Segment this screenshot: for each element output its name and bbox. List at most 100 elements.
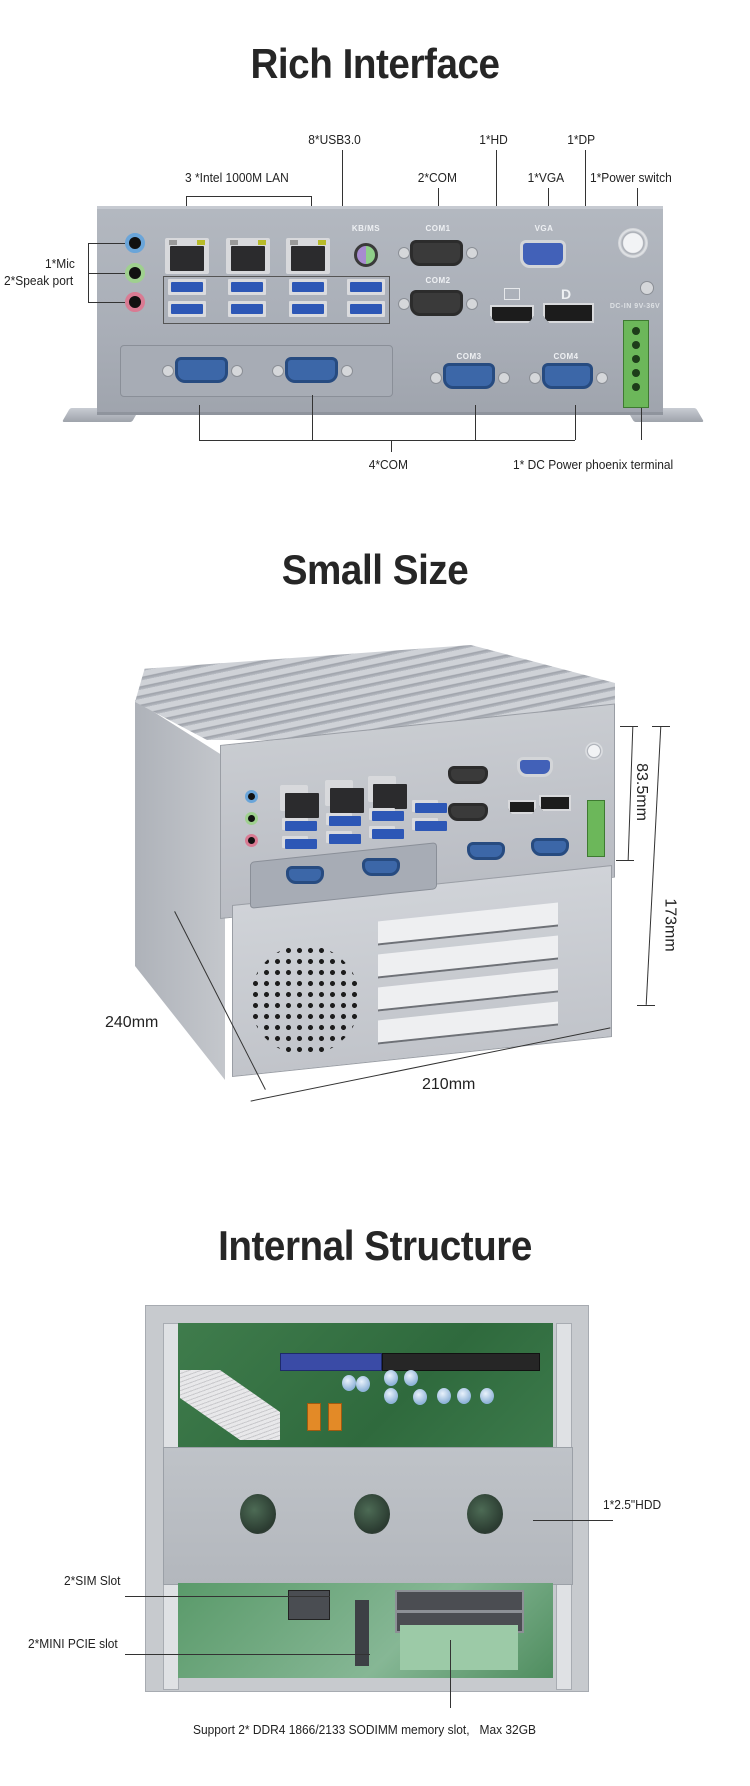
callout-dc-power: 1* DC Power phoenix terminal: [513, 457, 674, 472]
leader-line-com-d: [575, 405, 576, 440]
usb-port: [168, 279, 206, 295]
memory-module: [400, 1625, 518, 1670]
callout-dp: 1*DP: [567, 132, 596, 147]
callout-hdd: 1*2.5"HDD: [603, 1497, 662, 1512]
mic-jack: [125, 233, 145, 253]
com-port-plate-2: [285, 357, 338, 383]
sim-slot: [288, 1590, 330, 1620]
usb-port-3d: [326, 813, 361, 826]
speaker-jack-3d: [245, 834, 258, 847]
leader-line-sim: [125, 1596, 330, 1597]
mic-jack-3d: [245, 790, 258, 803]
usb-port: [289, 301, 327, 317]
leader-line-dc: [641, 408, 642, 440]
callout-memory: Support 2* DDR4 1866/2133 SODIMM memory …: [193, 1722, 537, 1737]
usb-port: [228, 301, 266, 317]
com4-port: [542, 363, 593, 389]
usb-port-3d: [369, 808, 404, 821]
sata-port: [328, 1403, 342, 1431]
usb-port-3d: [282, 818, 317, 831]
com-port-3d: [286, 866, 324, 884]
power-button: [618, 228, 648, 258]
sata-port: [307, 1403, 321, 1431]
com2-port: [410, 290, 463, 316]
com2-label: COM2: [425, 276, 451, 285]
leader-line-hdd: [533, 1520, 613, 1521]
com3-port: [443, 363, 495, 389]
callout-speak-port: 2*Speak port: [4, 273, 74, 288]
pcie-slot-black: [382, 1353, 540, 1371]
capacitor: [404, 1370, 418, 1386]
pcie-slot-blue: [280, 1353, 382, 1371]
capacitor: [384, 1370, 398, 1386]
hdmi-port: [490, 305, 534, 323]
leader-line-com-c: [475, 405, 476, 440]
hdmi-logo-icon: [504, 288, 520, 300]
callout-mic: 1*Mic: [45, 256, 75, 271]
leader-line-audio: [88, 243, 89, 302]
callout-sim-slot: 2*SIM Slot: [64, 1573, 121, 1588]
power-button-3d: [585, 742, 603, 760]
dim-tick: [616, 860, 634, 861]
section-title-small-size: Small Size: [281, 546, 469, 593]
capacitor: [342, 1375, 356, 1391]
callout-4com: 4*COM: [368, 457, 408, 472]
dcin-label: DC-IN 9V-36V: [609, 303, 661, 310]
kbms-label: KB/MS: [351, 224, 381, 233]
bracket-hole: [467, 1494, 503, 1534]
callout-power-switch: 1*Power switch: [590, 170, 672, 185]
usb-port: [289, 279, 327, 295]
com-port-3d: [362, 858, 400, 876]
com-port-3d: [467, 842, 505, 860]
vga-port: [520, 240, 566, 268]
screw: [529, 372, 541, 384]
lan-port-3: [286, 238, 330, 274]
lan-port-3d: [325, 780, 364, 813]
usb-port: [228, 279, 266, 295]
com-port-3d: [531, 838, 569, 856]
capacitor: [384, 1388, 398, 1404]
dc-phoenix-terminal: [623, 320, 649, 408]
callout-hd: 1*HD: [479, 132, 508, 147]
capacitor: [457, 1388, 471, 1404]
screw: [272, 365, 284, 377]
dim-tick: [620, 726, 638, 727]
com-port-plate-1: [175, 357, 228, 383]
dim-tick: [652, 726, 670, 727]
callout-lan: 3 *Intel 1000M LAN: [185, 170, 289, 185]
screw: [498, 372, 510, 384]
screw: [398, 247, 410, 259]
displayport-logo-icon: D: [561, 286, 572, 302]
bracket-hole: [354, 1494, 390, 1534]
bracket-hole: [240, 1494, 276, 1534]
screw: [231, 365, 243, 377]
dim-label-height-io: 83.5mm: [632, 763, 650, 821]
screw: [466, 298, 478, 310]
com-port-3d: [448, 766, 488, 784]
leader-line-minipcie: [125, 1654, 370, 1655]
usb-port: [347, 301, 385, 317]
callout-minipcie: 2*MINI PCIE slot: [28, 1636, 118, 1651]
leader-line-com-a: [199, 405, 200, 440]
lan-port-3d: [368, 776, 407, 809]
usb-port: [168, 301, 206, 317]
com1-label: COM1: [425, 224, 451, 233]
section-title-rich-interface: Rich Interface: [250, 40, 500, 87]
com1-port: [410, 240, 463, 266]
leader-line-audio-3: [88, 302, 125, 303]
line-jack-3d: [245, 812, 258, 825]
leader-line-lan: [186, 196, 311, 197]
screw: [430, 372, 442, 384]
usb-group-outline: [163, 276, 390, 324]
screw: [398, 298, 410, 310]
sodimm-slot: [395, 1590, 524, 1612]
com3-label: COM3: [456, 352, 482, 361]
vga-label: VGA: [534, 224, 554, 233]
com-port-3d: [448, 803, 488, 821]
usb-port-3d: [412, 800, 447, 813]
screw: [596, 372, 608, 384]
leader-line-audio-1: [88, 243, 125, 244]
capacitor: [480, 1388, 494, 1404]
lan-port-2: [226, 238, 270, 274]
section-title-internal-structure: Internal Structure: [218, 1222, 532, 1269]
